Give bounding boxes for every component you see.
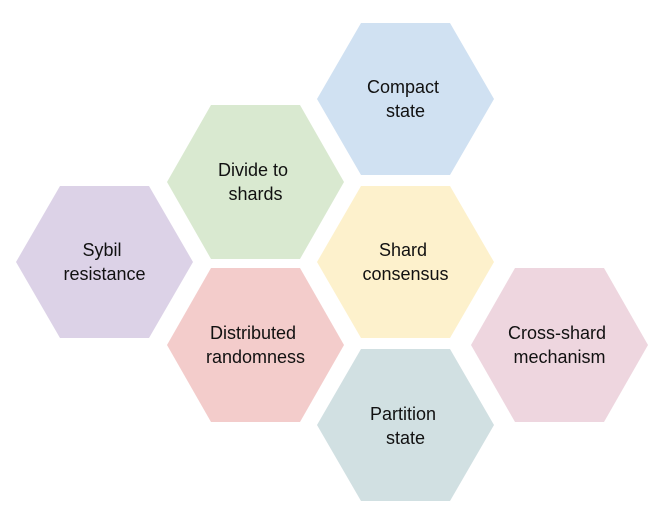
hex-cross-shard-mechanism-line1: Cross-shard <box>508 323 606 343</box>
hex-partition-state-line1: Partition <box>370 404 436 424</box>
hex-shard-consensus-shape <box>317 186 494 338</box>
hex-compact-state-line2: state <box>386 101 425 121</box>
svg-text:Compact state: Compact state <box>367 77 444 121</box>
hex-divide-to-shards: Divide to shards <box>167 105 344 259</box>
hex-sybil-resistance-shape <box>16 186 193 338</box>
hex-divide-to-shards-line1: Divide to <box>218 160 288 180</box>
hex-distributed-randomness-shape <box>167 268 344 422</box>
hex-sybil-resistance: Sybil resistance <box>16 186 193 338</box>
hex-distributed-randomness: Distributed randomness <box>167 268 344 422</box>
svg-text:Distributed randomness: Distributed randomness <box>206 323 305 367</box>
hex-compact-state-line1: Compact <box>367 77 439 97</box>
hex-cross-shard-mechanism-line2: mechanism <box>513 347 605 367</box>
hex-partition-state: Partition state <box>317 349 494 501</box>
hex-compact-state-shape <box>317 23 494 175</box>
hex-divide-to-shards-line2: shards <box>228 184 282 204</box>
svg-text:Cross-shard mechanism: Cross-shard mechanism <box>508 323 611 367</box>
hex-shard-consensus-line1: Shard <box>379 240 427 260</box>
hex-divide-to-shards-shape <box>167 105 344 259</box>
hex-cross-shard-mechanism-shape <box>471 268 648 422</box>
hex-partition-state-line2: state <box>386 428 425 448</box>
hex-shard-consensus: Shard consensus <box>317 186 494 338</box>
svg-text:Divide to shards: Divide to shards <box>218 160 293 204</box>
hex-partition-state-shape <box>317 349 494 501</box>
hex-shard-consensus-line2: consensus <box>362 264 448 284</box>
hex-sybil-resistance-line2: resistance <box>63 264 145 284</box>
hex-distributed-randomness-line1: Distributed <box>210 323 296 343</box>
hex-distributed-randomness-line2: randomness <box>206 347 305 367</box>
hex-sybil-resistance-line1: Sybil <box>82 240 121 260</box>
svg-text:Shard consensus: Shard consensus <box>362 240 448 284</box>
hex-compact-state: Compact state <box>317 23 494 175</box>
hex-cross-shard-mechanism: Cross-shard mechanism <box>471 268 648 422</box>
svg-text:Partition state: Partition state <box>370 404 441 448</box>
svg-text:Sybil resistance: Sybil resistance <box>63 240 145 284</box>
